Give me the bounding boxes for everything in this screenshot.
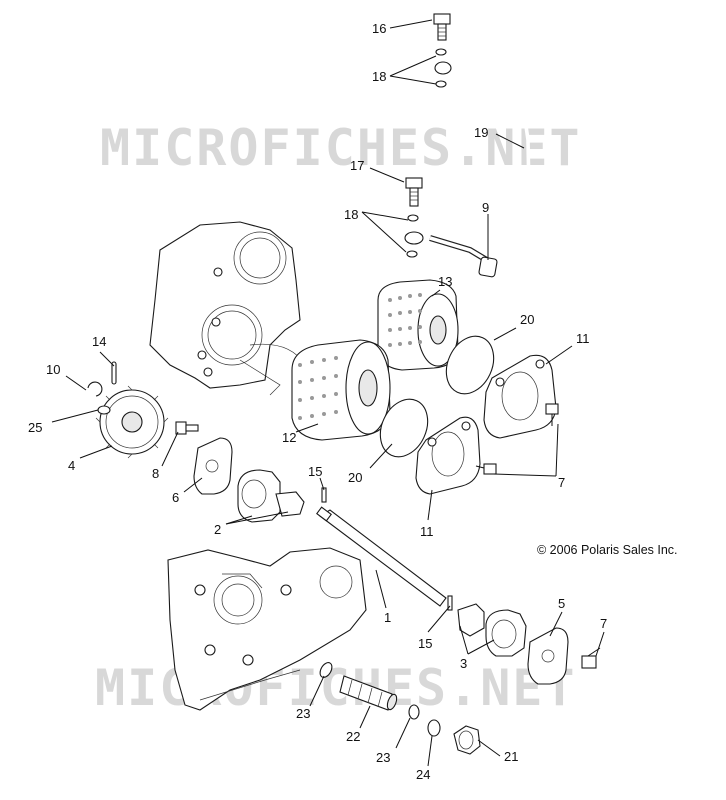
shaft-1 <box>316 506 447 607</box>
callout-10: 10 <box>46 362 60 377</box>
callout-23-b: 23 <box>376 750 390 765</box>
callout-labels: 16 18 19 17 18 9 13 20 11 14 10 25 4 8 1… <box>28 21 678 782</box>
watermark-bottom: MICROFICHES.NET <box>95 659 577 717</box>
callout-20-top: 20 <box>520 312 534 327</box>
pin-15-bottom <box>447 595 453 611</box>
pin-15-top <box>321 487 327 503</box>
callout-11-bottom: 11 <box>420 524 434 539</box>
callout-19: 19 <box>474 125 488 140</box>
upper-crankcase <box>149 221 306 396</box>
callout-1: 1 <box>384 610 391 625</box>
relief-valve-22 <box>339 675 398 711</box>
callout-11-top: 11 <box>576 331 590 346</box>
callout-23-a: 23 <box>296 706 310 721</box>
callout-20-bottom: 20 <box>348 470 362 485</box>
callout-7-mid: 7 <box>558 475 565 490</box>
plate-6 <box>193 437 233 495</box>
callout-3: 3 <box>460 656 467 671</box>
plug-21 <box>453 725 481 755</box>
callout-25: 25 <box>28 420 42 435</box>
pump-rotor-2 <box>237 469 305 523</box>
callout-13: 13 <box>438 274 452 289</box>
callout-17: 17 <box>350 158 364 173</box>
lower-crankcase <box>167 547 367 711</box>
oil-filter-13 <box>377 279 459 371</box>
watermark-top: MICROFICHES.NET <box>100 119 582 177</box>
filter-cover-11-bottom <box>415 416 481 495</box>
callout-24: 24 <box>416 767 430 782</box>
callout-9: 9 <box>482 200 489 215</box>
oil-line-19 <box>429 48 532 278</box>
callout-6: 6 <box>172 490 179 505</box>
copyright-text: © 2006 Polaris Sales Inc. <box>537 543 678 557</box>
bolt-7-bottom <box>581 647 601 669</box>
callout-14: 14 <box>92 334 106 349</box>
callout-16: 16 <box>372 21 386 36</box>
washers-fitting-18-mid <box>404 214 424 258</box>
o-ring-23-b <box>408 704 420 720</box>
o-ring-20-bottom <box>379 398 429 458</box>
banjo-bolt-16 <box>433 13 451 41</box>
callout-15-top: 15 <box>308 464 322 479</box>
bolt-7-mid <box>475 463 497 475</box>
oil-filter-12 <box>291 339 391 441</box>
callout-22: 22 <box>346 729 360 744</box>
callout-4: 4 <box>68 458 75 473</box>
filter-cover-11-top <box>483 354 557 439</box>
callout-21: 21 <box>504 749 518 764</box>
callout-18-top: 18 <box>372 69 386 84</box>
pin-14 <box>111 361 117 385</box>
bolt-8 <box>175 421 199 435</box>
plate-5 <box>527 627 569 685</box>
banjo-bolt-17 <box>405 177 423 207</box>
leader-lines <box>51 19 605 767</box>
o-ring-20-top <box>445 335 495 395</box>
bolt-7-top <box>545 403 559 426</box>
callout-2: 2 <box>214 522 221 537</box>
callout-8: 8 <box>152 466 159 481</box>
callout-15-bottom: 15 <box>418 636 432 651</box>
callout-12: 12 <box>282 430 296 445</box>
callout-5: 5 <box>558 596 565 611</box>
washers-fitting-18-top <box>434 48 452 88</box>
pump-rotor-3 <box>457 603 527 657</box>
callout-18-mid: 18 <box>344 207 358 222</box>
o-ring-24 <box>427 719 441 737</box>
o-ring-23-a <box>319 662 333 678</box>
clip-10 <box>87 381 103 397</box>
callout-7-bottom: 7 <box>600 616 607 631</box>
washer-25 <box>97 405 111 415</box>
sprocket-4 <box>95 385 169 459</box>
